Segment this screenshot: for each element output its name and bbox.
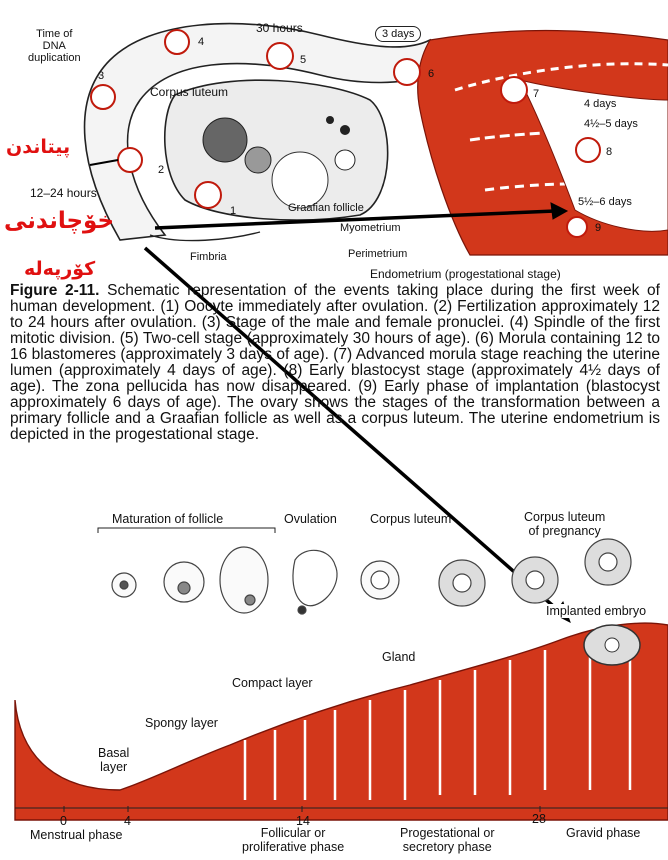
label-corpus-pregnancy: Corpus luteum of pregnancy [524, 510, 605, 538]
stage-number-9: 9 [595, 222, 601, 234]
phase-follicular: Follicular or proliferative phase [242, 826, 344, 854]
phase-menstrual: Menstrual phase [30, 828, 122, 842]
label-endometrium: Endometrium (progestational stage) [370, 268, 561, 280]
fimbria [150, 232, 260, 241]
label-perimetrium: Perimetrium [348, 248, 407, 260]
label-30-hours: 30 hours [256, 22, 303, 34]
label-myometrium: Myometrium [340, 222, 401, 234]
label-12-24-hours: 12–24 hours [30, 187, 97, 199]
label-implanted-embryo: Implanted embryo [546, 604, 646, 618]
kurdish-label-implantation: خۆچاندنی [4, 208, 114, 234]
stage-number-7: 7 [533, 88, 539, 100]
label-spongy-layer: Spongy layer [145, 716, 218, 730]
label-fimbria: Fimbria [190, 251, 227, 263]
stage-number-4: 4 [198, 36, 204, 48]
endometrium-graph [15, 623, 668, 820]
label-basal-layer: Basal layer [98, 746, 129, 774]
label-3-days: 3 days [375, 26, 421, 42]
stage-number-6: 6 [428, 68, 434, 80]
label-4-days: 4 days [584, 98, 616, 110]
figure-label: Figure 2-11. [10, 282, 99, 299]
stage-number-2: 2 [158, 164, 164, 176]
label-gland: Gland [382, 650, 415, 664]
label-graafian: Graafian follicle [288, 202, 364, 214]
caption-text: Schematic representation of the events t… [10, 282, 660, 443]
label-5-half-days: 5½–6 days [578, 196, 632, 208]
label-compact-layer: Compact layer [232, 676, 313, 690]
label-corpus-luteum-top: Corpus luteum [150, 86, 228, 98]
figure-caption: Figure 2-11. Schematic representation of… [10, 283, 660, 443]
label-time-dna: Time of DNA duplication [28, 28, 81, 64]
kurdish-label-embryo: کۆرپەلە [24, 258, 95, 280]
label-ovulation: Ovulation [284, 512, 337, 526]
day-tick-28: 28 [532, 812, 546, 826]
day-tick-0: 0 [60, 814, 67, 828]
day-tick-4: 4 [124, 814, 131, 828]
phase-gravid: Gravid phase [566, 826, 640, 840]
phase-secretory: Progestational or secretory phase [400, 826, 495, 854]
stage-number-5: 5 [300, 54, 306, 66]
follicle-row [112, 539, 631, 614]
label-maturation: Maturation of follicle [112, 512, 223, 526]
kurdish-label-fertilization: پیتاندن [6, 136, 70, 158]
stage-number-1: 1 [230, 205, 236, 217]
label-4-half-days: 4½–5 days [584, 118, 638, 130]
stage-number-8: 8 [606, 146, 612, 158]
label-corpus-luteum-bottom: Corpus luteum [370, 512, 451, 526]
stage-number-3: 3 [98, 70, 104, 82]
